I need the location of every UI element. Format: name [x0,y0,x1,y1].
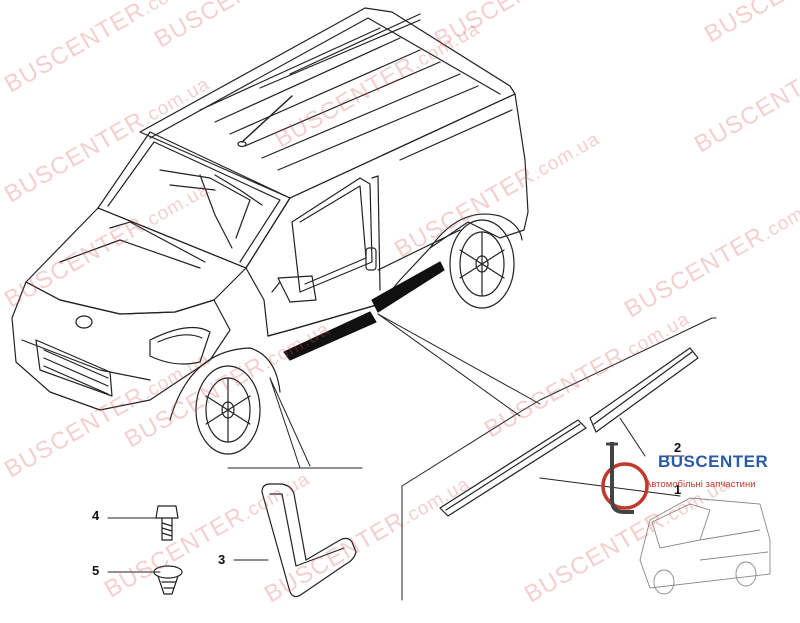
part-3-trim [261,483,357,598]
antenna [241,95,293,143]
part-5-clip [153,565,183,595]
leader-lines [107,313,717,601]
hood [25,207,247,315]
grille [35,339,113,397]
callout-3: 3 [218,552,226,567]
part-1-molding [439,419,587,517]
logo-subtitle: Автомобільні запчастини [645,479,756,490]
front-wheel [195,365,261,455]
van-roof [139,7,516,199]
side-window [291,177,373,293]
headlamp [149,326,211,365]
rear-wheel [449,219,515,309]
logo-title: BUSCENTER [658,452,769,471]
rear-door-molding [371,261,445,313]
front-bumper [11,281,231,411]
callout-2: 2 [674,440,682,455]
logo-van-thumbnail [639,497,771,595]
van-illustration [11,7,529,455]
callout-5: 5 [92,563,100,578]
callout-1: 1 [674,482,682,497]
windshield [97,131,291,269]
part-4-bolt [155,505,179,541]
buscenter-logo-mark [601,442,649,514]
front-door-molding [283,311,377,361]
callout-4: 4 [92,508,100,523]
side-mirror [277,275,317,303]
part-2-molding [589,347,699,433]
